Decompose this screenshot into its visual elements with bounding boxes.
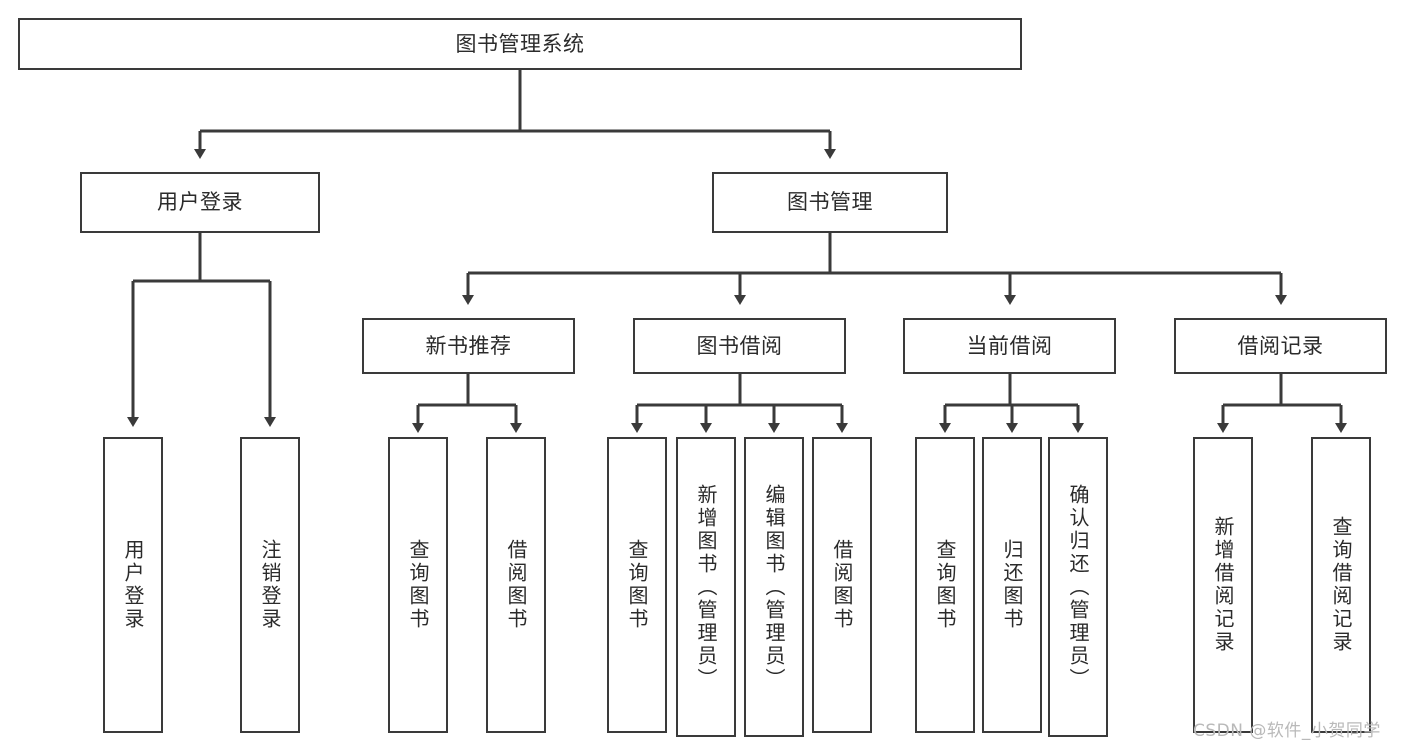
node-leaf-add-book-admin[interactable]: 新增图书（管理员） bbox=[676, 437, 736, 737]
node-label: 图书管理系统 bbox=[455, 31, 585, 56]
node-leaf-add-borrow-record[interactable]: 新增借阅记录 bbox=[1193, 437, 1253, 733]
node-label: 查询图书 bbox=[625, 539, 649, 631]
node-label: 查询图书 bbox=[933, 539, 957, 631]
node-leaf-borrow-book[interactable]: 借阅图书 bbox=[812, 437, 872, 733]
node-borrow-record[interactable]: 借阅记录 bbox=[1174, 318, 1387, 374]
node-label: 归还图书 bbox=[1000, 539, 1024, 631]
node-root-book-management-system[interactable]: 图书管理系统 bbox=[18, 18, 1022, 70]
node-leaf-confirm-return-admin[interactable]: 确认归还（管理员） bbox=[1048, 437, 1108, 737]
node-leaf-logout[interactable]: 注销登录 bbox=[240, 437, 300, 733]
node-label: 新增图书（管理员） bbox=[694, 483, 718, 691]
node-label: 新书推荐 bbox=[425, 333, 512, 358]
node-label: 编辑图书（管理员） bbox=[762, 483, 786, 691]
node-label: 查询图书 bbox=[406, 539, 430, 631]
node-leaf-return-book[interactable]: 归还图书 bbox=[982, 437, 1042, 733]
node-label: 当前借阅 bbox=[966, 333, 1053, 358]
node-user-login[interactable]: 用户登录 bbox=[80, 172, 320, 233]
node-book-borrow[interactable]: 图书借阅 bbox=[633, 318, 846, 374]
node-leaf-query-book-current[interactable]: 查询图书 bbox=[915, 437, 975, 733]
node-leaf-edit-book-admin[interactable]: 编辑图书（管理员） bbox=[744, 437, 804, 737]
node-leaf-query-book-borrow[interactable]: 查询图书 bbox=[607, 437, 667, 733]
node-label: 查询借阅记录 bbox=[1329, 516, 1353, 654]
node-label: 借阅记录 bbox=[1237, 333, 1324, 358]
node-label: 注销登录 bbox=[258, 539, 282, 631]
node-new-book-recommend[interactable]: 新书推荐 bbox=[362, 318, 575, 374]
node-label: 借阅图书 bbox=[830, 539, 854, 631]
node-leaf-borrow-book-newbook[interactable]: 借阅图书 bbox=[486, 437, 546, 733]
node-leaf-query-book-newbook[interactable]: 查询图书 bbox=[388, 437, 448, 733]
node-label: 用户登录 bbox=[157, 190, 243, 215]
node-current-borrow[interactable]: 当前借阅 bbox=[903, 318, 1116, 374]
node-label: 图书管理 bbox=[787, 190, 873, 215]
node-label: 确认归还（管理员） bbox=[1066, 483, 1090, 691]
node-leaf-query-borrow-record[interactable]: 查询借阅记录 bbox=[1311, 437, 1371, 733]
node-label: 用户登录 bbox=[121, 539, 145, 631]
node-label: 新增借阅记录 bbox=[1211, 516, 1235, 654]
node-label: 图书借阅 bbox=[696, 333, 783, 358]
node-book-management[interactable]: 图书管理 bbox=[712, 172, 948, 233]
node-leaf-user-login[interactable]: 用户登录 bbox=[103, 437, 163, 733]
node-label: 借阅图书 bbox=[504, 539, 528, 631]
